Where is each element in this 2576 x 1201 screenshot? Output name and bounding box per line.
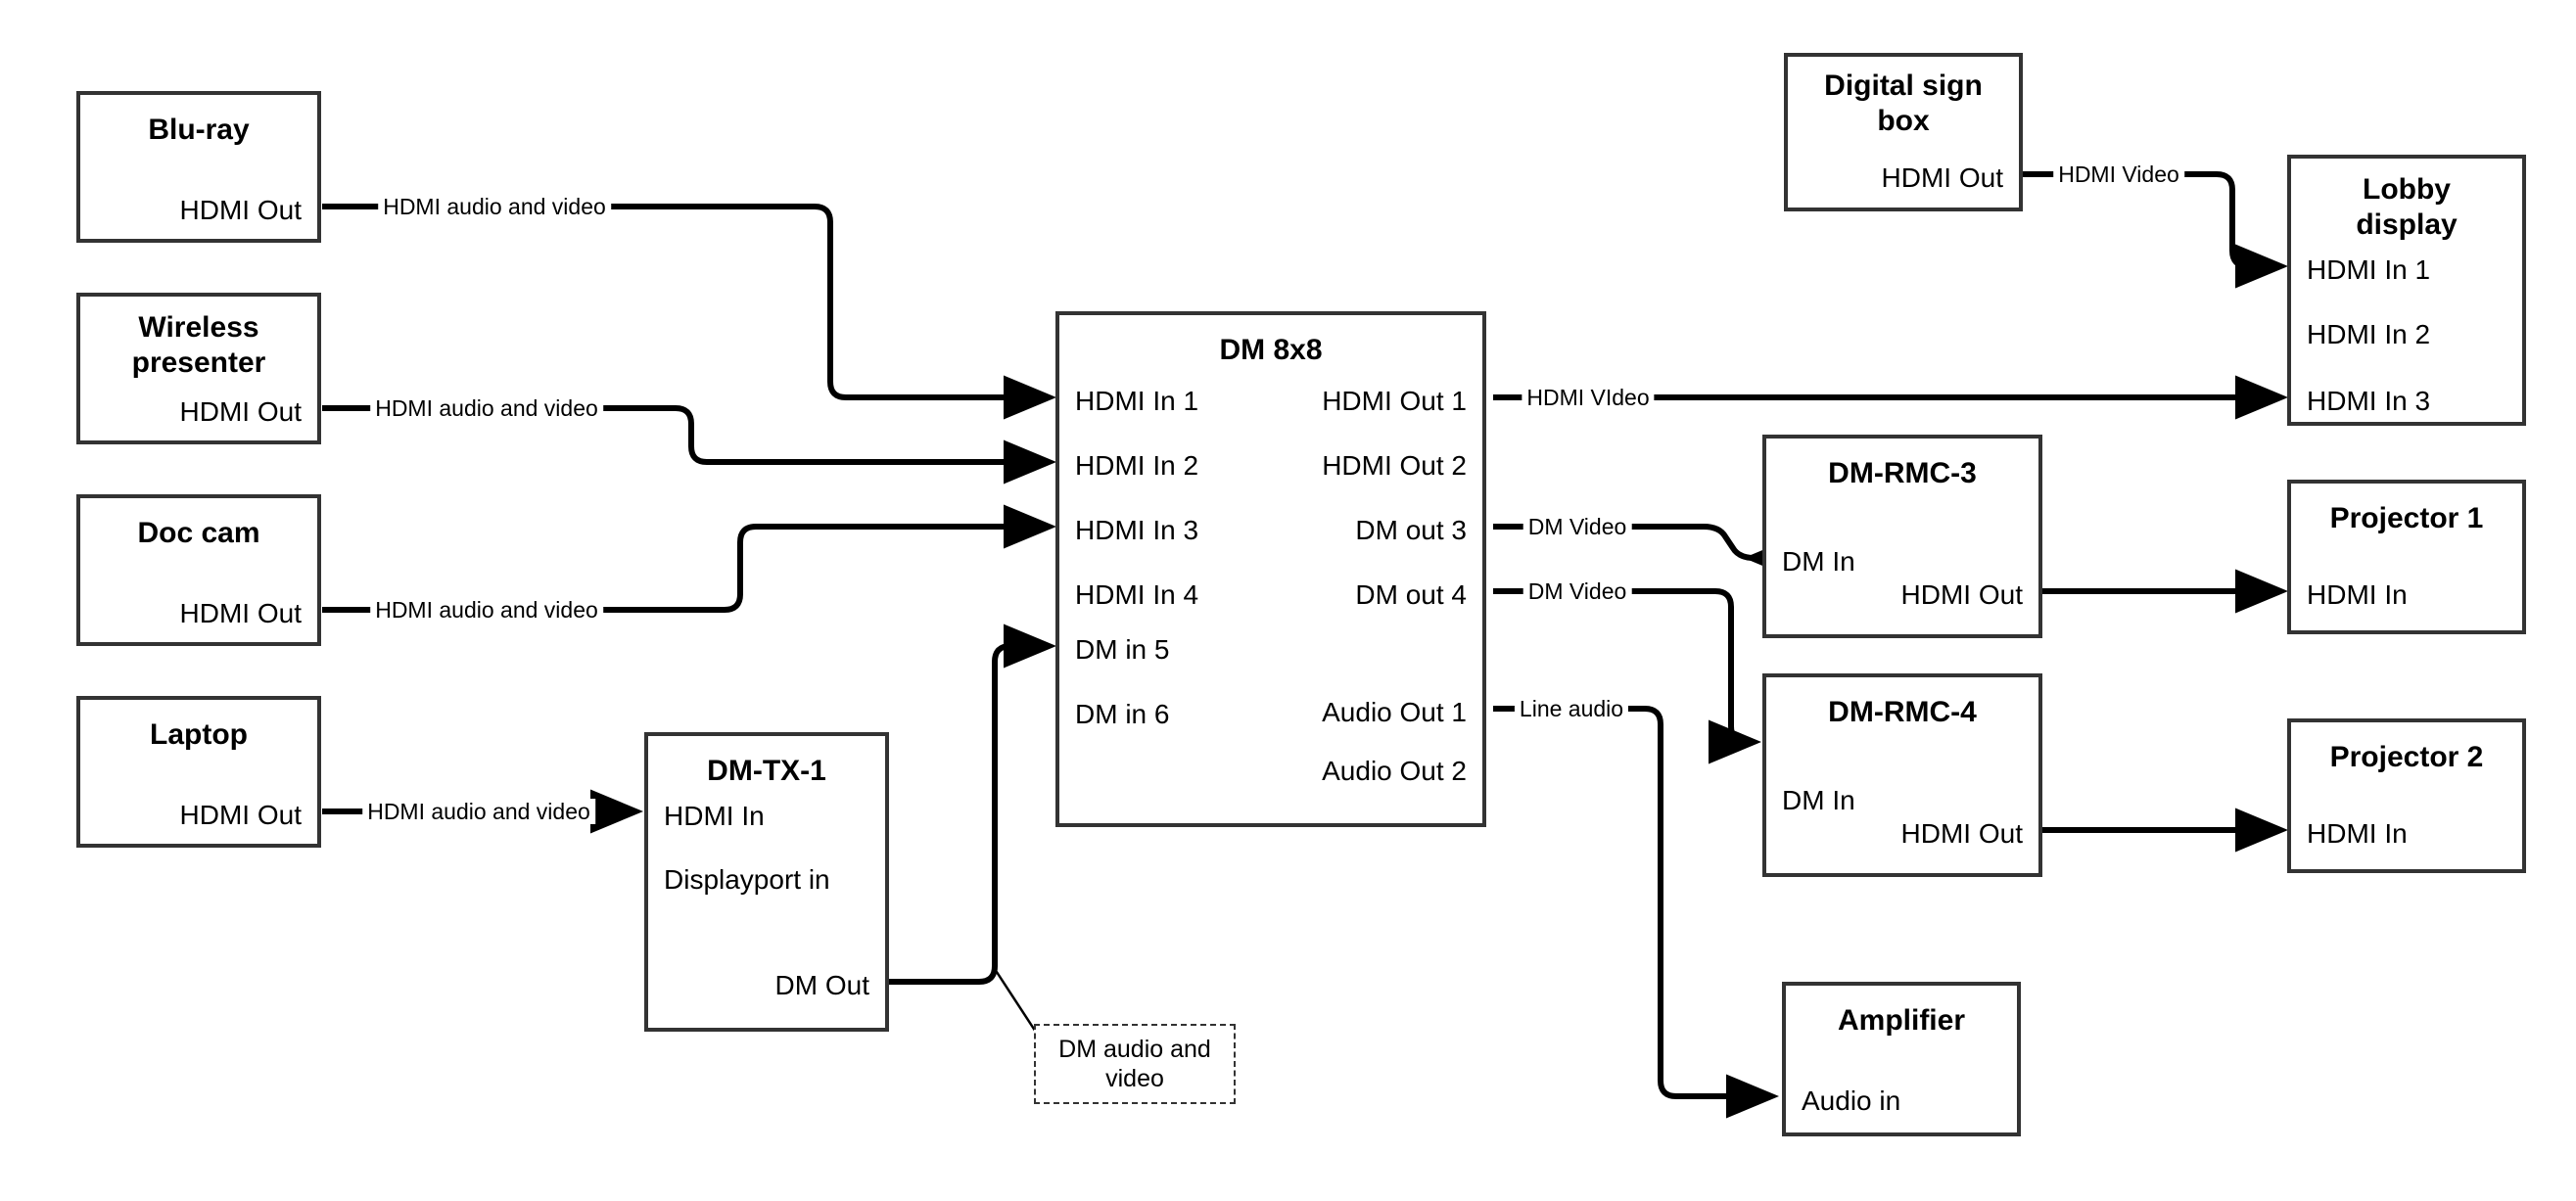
port-hdmi-out[interactable]: HDMI Out bbox=[1900, 818, 2023, 849]
port-hdmi-in[interactable]: HDMI In bbox=[2307, 579, 2408, 610]
wire-doccam-to-dm8x8 bbox=[322, 504, 1056, 613]
port-hdmi-out[interactable]: HDMI Out bbox=[1881, 162, 2003, 193]
node-wireless-presenter[interactable]: Wireless presenter HDMI Out bbox=[76, 293, 321, 444]
wire-label-laptop: HDMI audio and video bbox=[362, 799, 595, 824]
port-hdmi-out[interactable]: HDMI Out bbox=[179, 800, 302, 830]
wire-signbox-to-lobby-hdmi1 bbox=[2023, 171, 2288, 289]
node-title: Lobby display bbox=[2356, 173, 2458, 241]
port-hdmi-in[interactable]: HDMI In bbox=[2307, 818, 2408, 849]
port-hdmi-out[interactable]: HDMI Out bbox=[1900, 579, 2023, 610]
wire-dm8x8-to-dmrmc4 bbox=[1493, 588, 1761, 764]
port-hdmi-out-1[interactable]: HDMI Out 1 bbox=[1322, 386, 1467, 416]
wire-dm8x8-to-dmrmc3 bbox=[1493, 524, 1797, 580]
port-audio-out-2[interactable]: Audio Out 2 bbox=[1322, 756, 1467, 786]
wire-dm8x8-to-amplifier bbox=[1493, 706, 1779, 1119]
node-title: Projector 1 bbox=[2329, 502, 2484, 534]
wire-label-hdmi-out-1: HDMI VIdeo bbox=[1522, 385, 1655, 410]
port-hdmi-out[interactable]: HDMI Out bbox=[179, 195, 302, 225]
note-dm-audio-and-video: DM audio and video bbox=[1034, 1024, 1236, 1104]
port-dm-in[interactable]: DM In bbox=[1782, 546, 1855, 577]
node-amplifier[interactable]: Amplifier Audio in bbox=[1782, 982, 2021, 1136]
node-dm-rmc-3[interactable]: DM-RMC-3 DM In HDMI Out bbox=[1762, 435, 2042, 638]
wire-label-dm-out-3: DM Video bbox=[1522, 514, 1632, 539]
port-hdmi-in-2[interactable]: HDMI In 2 bbox=[2307, 319, 2431, 349]
port-hdmi-out[interactable]: HDMI Out bbox=[179, 396, 302, 427]
wire-label-wireless-presenter: HDMI audio and video bbox=[370, 395, 603, 421]
node-dm-rmc-4[interactable]: DM-RMC-4 DM In HDMI Out bbox=[1762, 673, 2042, 877]
node-title: DM-RMC-4 bbox=[1828, 696, 1977, 728]
node-title: DM-TX-1 bbox=[707, 755, 826, 787]
node-projector-2[interactable]: Projector 2 HDMI In bbox=[2287, 718, 2526, 873]
port-audio-in[interactable]: Audio in bbox=[1802, 1086, 1901, 1116]
port-audio-out-1[interactable]: Audio Out 1 bbox=[1322, 697, 1467, 727]
node-title: Amplifier bbox=[1837, 1004, 1966, 1037]
port-dm-in[interactable]: DM In bbox=[1782, 785, 1855, 815]
port-dm-in-5[interactable]: DM in 5 bbox=[1075, 634, 1170, 665]
node-projector-1[interactable]: Projector 1 HDMI In bbox=[2287, 480, 2526, 634]
node-digital-sign-box[interactable]: Digital sign box HDMI Out bbox=[1784, 53, 2023, 211]
node-title: Doc cam bbox=[137, 517, 260, 549]
port-hdmi-in-1[interactable]: HDMI In 1 bbox=[2307, 254, 2431, 285]
node-dm-8x8[interactable]: DM 8x8 HDMI In 1 HDMI In 2 HDMI In 3 HDM… bbox=[1055, 311, 1486, 827]
node-laptop[interactable]: Laptop HDMI Out bbox=[76, 696, 321, 848]
node-lobby-display[interactable]: Lobby display HDMI In 1 HDMI In 2 HDMI I… bbox=[2287, 155, 2526, 426]
node-title: Wireless presenter bbox=[131, 311, 266, 379]
node-blu-ray[interactable]: Blu-ray HDMI Out bbox=[76, 91, 321, 243]
port-dm-out-4[interactable]: DM out 4 bbox=[1355, 579, 1467, 610]
node-title: DM 8x8 bbox=[1219, 334, 1323, 366]
node-title: Projector 2 bbox=[2329, 741, 2484, 773]
wire-dmtx1-to-dm8x8 bbox=[889, 624, 1056, 985]
node-title: Blu-ray bbox=[148, 114, 250, 146]
wire-wireless-to-dm8x8 bbox=[322, 405, 1056, 485]
port-dm-in-6[interactable]: DM in 6 bbox=[1075, 699, 1170, 729]
wire-label-dm-out-4: DM Video bbox=[1522, 578, 1632, 604]
node-title: Digital sign box bbox=[1824, 69, 1983, 137]
port-hdmi-in-4[interactable]: HDMI In 4 bbox=[1075, 579, 1199, 610]
port-hdmi-out-2[interactable]: HDMI Out 2 bbox=[1322, 450, 1467, 481]
node-title: Laptop bbox=[150, 718, 248, 751]
port-hdmi-out[interactable]: HDMI Out bbox=[179, 598, 302, 628]
port-dm-out-3[interactable]: DM out 3 bbox=[1355, 515, 1467, 545]
port-dm-out[interactable]: DM Out bbox=[774, 970, 869, 1000]
wire-label-audio-out-1: Line audio bbox=[1514, 696, 1629, 721]
wire-label-digital-sign: HDMI Video bbox=[2053, 162, 2184, 187]
port-hdmi-in-3[interactable]: HDMI In 3 bbox=[1075, 515, 1199, 545]
wire-label-doc-cam: HDMI audio and video bbox=[370, 597, 603, 623]
node-doc-cam[interactable]: Doc cam HDMI Out bbox=[76, 494, 321, 646]
wire-bluray-to-dm8x8 bbox=[322, 204, 1056, 420]
wire-label-bluray: HDMI audio and video bbox=[378, 194, 611, 219]
node-title: DM-RMC-3 bbox=[1828, 457, 1977, 489]
port-hdmi-in-3[interactable]: HDMI In 3 bbox=[2307, 386, 2431, 416]
port-hdmi-in-2[interactable]: HDMI In 2 bbox=[1075, 450, 1199, 481]
port-displayport-in[interactable]: Displayport in bbox=[664, 864, 830, 895]
port-hdmi-in-1[interactable]: HDMI In 1 bbox=[1075, 386, 1199, 416]
port-hdmi-in[interactable]: HDMI In bbox=[664, 801, 765, 831]
node-dm-tx-1[interactable]: DM-TX-1 HDMI In Displayport in DM Out bbox=[644, 732, 889, 1032]
